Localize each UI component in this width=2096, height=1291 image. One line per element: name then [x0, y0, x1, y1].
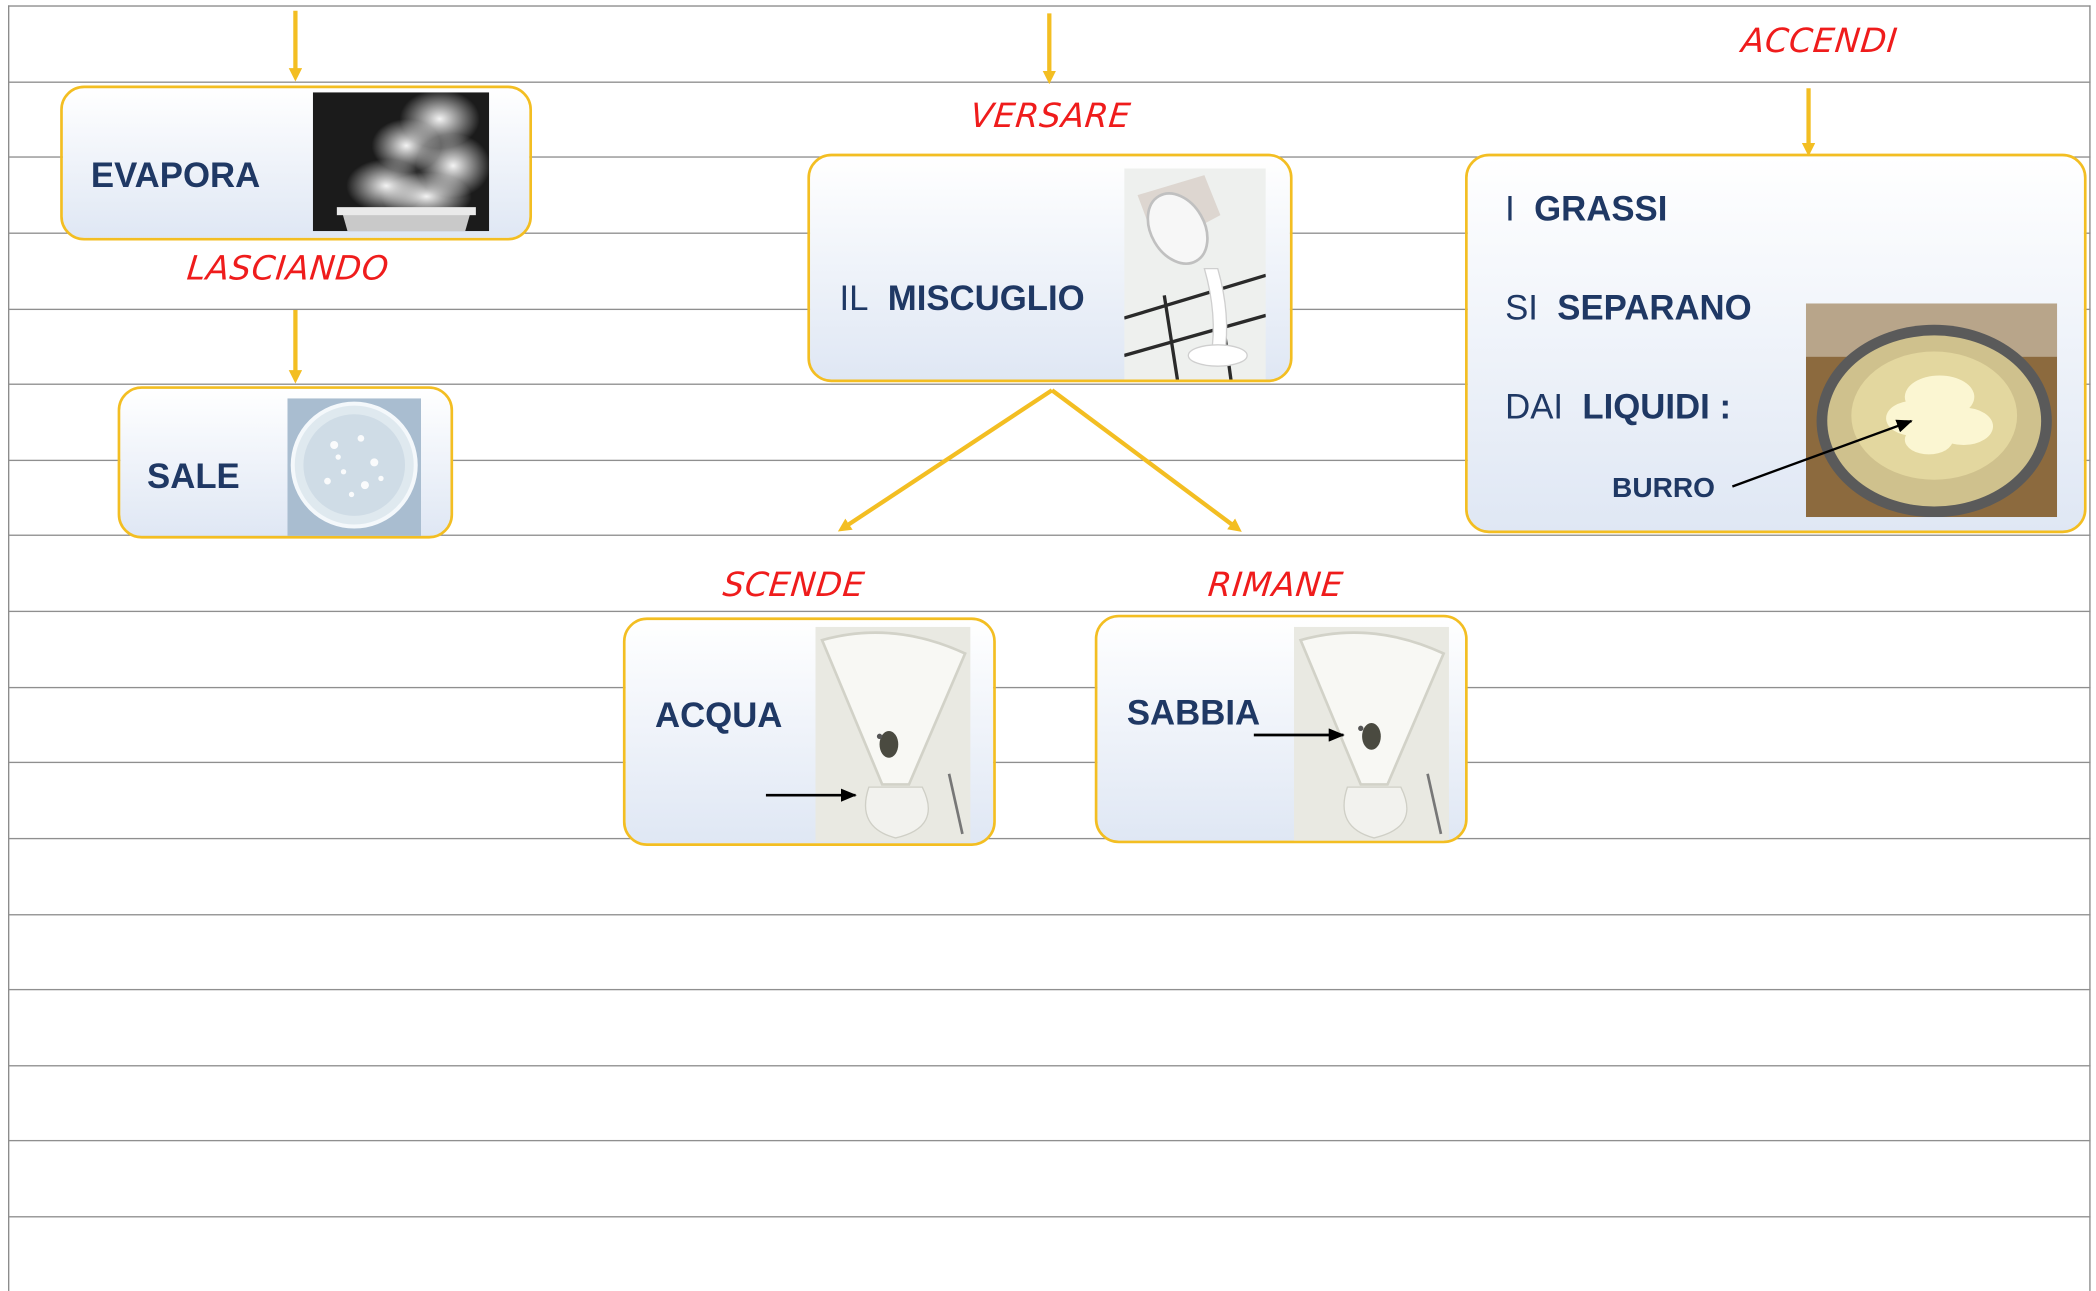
burro-annotation: BURRO	[1612, 473, 1715, 504]
grassi-line-1: I GRASSI	[1505, 188, 1667, 229]
ruled-line	[8, 837, 2091, 840]
pouring-mixture-photo	[1124, 168, 1266, 380]
salt-dish-photo	[287, 398, 422, 536]
miscuglio-box: IL MISCUGLIO	[807, 153, 1293, 383]
ruled-line	[8, 686, 2091, 689]
funnel-water-photo	[815, 626, 971, 842]
grassi-line-2: SI SEPARANO	[1505, 287, 1752, 328]
ruled-line	[8, 459, 2091, 462]
ruled-line	[8, 988, 2091, 991]
evapora-box: EVAPORA	[60, 85, 533, 241]
ruled-line	[8, 383, 2091, 385]
sabbia-box: SABBIA	[1094, 614, 1468, 844]
ruled-page-frame	[8, 5, 2091, 1291]
funnel-sand-photo	[1293, 626, 1449, 841]
grassi-word-i: I	[1505, 188, 1515, 229]
ruled-line	[8, 1216, 2091, 1218]
butter-bowl-photo	[1805, 303, 2058, 518]
arrow-to-acqua	[837, 388, 1054, 532]
miscuglio-word-il: IL	[839, 277, 869, 319]
grassi-line-3: DAI LIQUIDI :	[1505, 386, 1731, 427]
grassi-word-liquidi: LIQUIDI :	[1582, 386, 1732, 427]
grassi-word-dai: DAI	[1505, 386, 1564, 427]
miscuglio-label: IL MISCUGLIO	[839, 278, 1084, 319]
ruled-line	[8, 761, 2091, 764]
sale-label: SALE	[147, 455, 240, 496]
ruled-line	[8, 1139, 2091, 1142]
sale-box: SALE	[117, 386, 454, 539]
acqua-label: ACQUA	[654, 694, 783, 736]
acqua-box: ACQUA	[622, 617, 996, 846]
grassi-word-grassi: GRASSI	[1534, 188, 1668, 229]
miscuglio-word-miscuglio: MISCUGLIO	[887, 277, 1085, 319]
ruled-line	[8, 610, 2091, 613]
evapora-label: EVAPORA	[90, 155, 261, 196]
steam-photo	[312, 92, 490, 232]
sabbia-label: SABBIA	[1126, 692, 1261, 733]
arrow-to-sabbia	[1050, 388, 1242, 532]
ruled-line	[8, 1065, 2091, 1067]
ruled-line	[8, 914, 2091, 916]
ruled-line	[8, 534, 2091, 536]
grassi-word-separano: SEPARANO	[1557, 287, 1752, 328]
grassi-word-si: SI	[1505, 287, 1538, 328]
